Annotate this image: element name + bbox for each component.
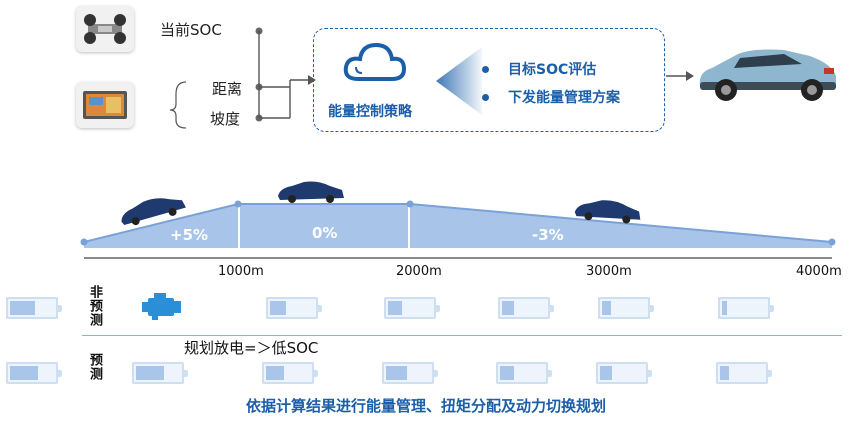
battery-icon [384,297,440,319]
distance-tick-1000m: 1000m [218,264,264,279]
battery-icon [382,362,438,384]
energy-control-strategy-box: 能量控制策略 目标SOC评估 下发能量管理方案 [313,28,665,132]
slope-label: 坡度 [210,110,241,128]
cloud-icon [343,42,407,81]
segment-flat [240,204,408,248]
navigation-screen-icon [83,91,127,119]
strategy-arrow-icon [436,47,482,115]
battery-icon [6,297,62,319]
battery-icon [262,362,318,384]
battery-icon [496,362,552,384]
chassis-icon [84,14,126,44]
distance-tick-3000m: 3000m [586,264,632,279]
distance-label: 距离 [212,80,243,98]
segment-downhill [410,204,832,248]
input-connector-lines [169,27,694,129]
battery-fill [388,301,402,315]
chassis-thumbnail [76,6,134,52]
row-label-non-predictive: 非预测 [87,285,102,327]
car-icon [278,181,344,203]
navigation-screen-thumbnail [76,82,134,128]
strategy-title: 能量控制策略 [328,104,412,120]
battery-icon [596,362,652,384]
bullet-target-soc: 目标SOC评估 [508,62,597,78]
battery-fill [10,301,35,315]
battery-icon [132,362,188,384]
suv-image [699,49,836,101]
car-icon [574,200,641,224]
footer-note: 依据计算结果进行能量管理、扭矩分配及动力切换规划 [245,397,606,415]
battery-icon [266,297,322,319]
battery-fill [136,366,164,380]
route-profile [80,181,836,259]
segment-uphill [84,204,238,248]
battery-icon [716,362,772,384]
bullet-energy-plan: 下发能量管理方案 [508,90,620,106]
battery-fill [722,301,727,315]
distance-tick-2000m: 2000m [396,264,442,279]
distance-tick-4000m: 4000m [796,264,842,279]
planned-discharge-annotation: 规划放电=＞低SOC [184,339,319,357]
battery-icon [498,297,554,319]
bullet-dot-1 [482,66,489,73]
battery-icon [6,362,62,384]
battery-fill [10,366,38,380]
car-icon [121,198,186,226]
battery-fill [500,366,514,380]
battery-icon [718,297,774,319]
row-divider [82,335,842,336]
engine-icon [142,293,181,320]
battery-fill [720,366,729,380]
battery-icon [598,297,654,319]
battery-fill [600,366,612,380]
soc-change-downhill: -3% [532,226,564,244]
battery-fill [602,301,611,315]
soc-change-uphill: +5% [170,226,209,244]
battery-fill [270,301,286,315]
current-soc-label: 当前SOC [160,21,222,39]
battery-fill [502,301,514,315]
battery-fill [266,366,284,380]
bullet-dot-2 [482,94,489,101]
row-label-predictive: 预测 [87,353,102,381]
battery-fill [386,366,407,380]
soc-change-flat: 0% [312,224,338,242]
